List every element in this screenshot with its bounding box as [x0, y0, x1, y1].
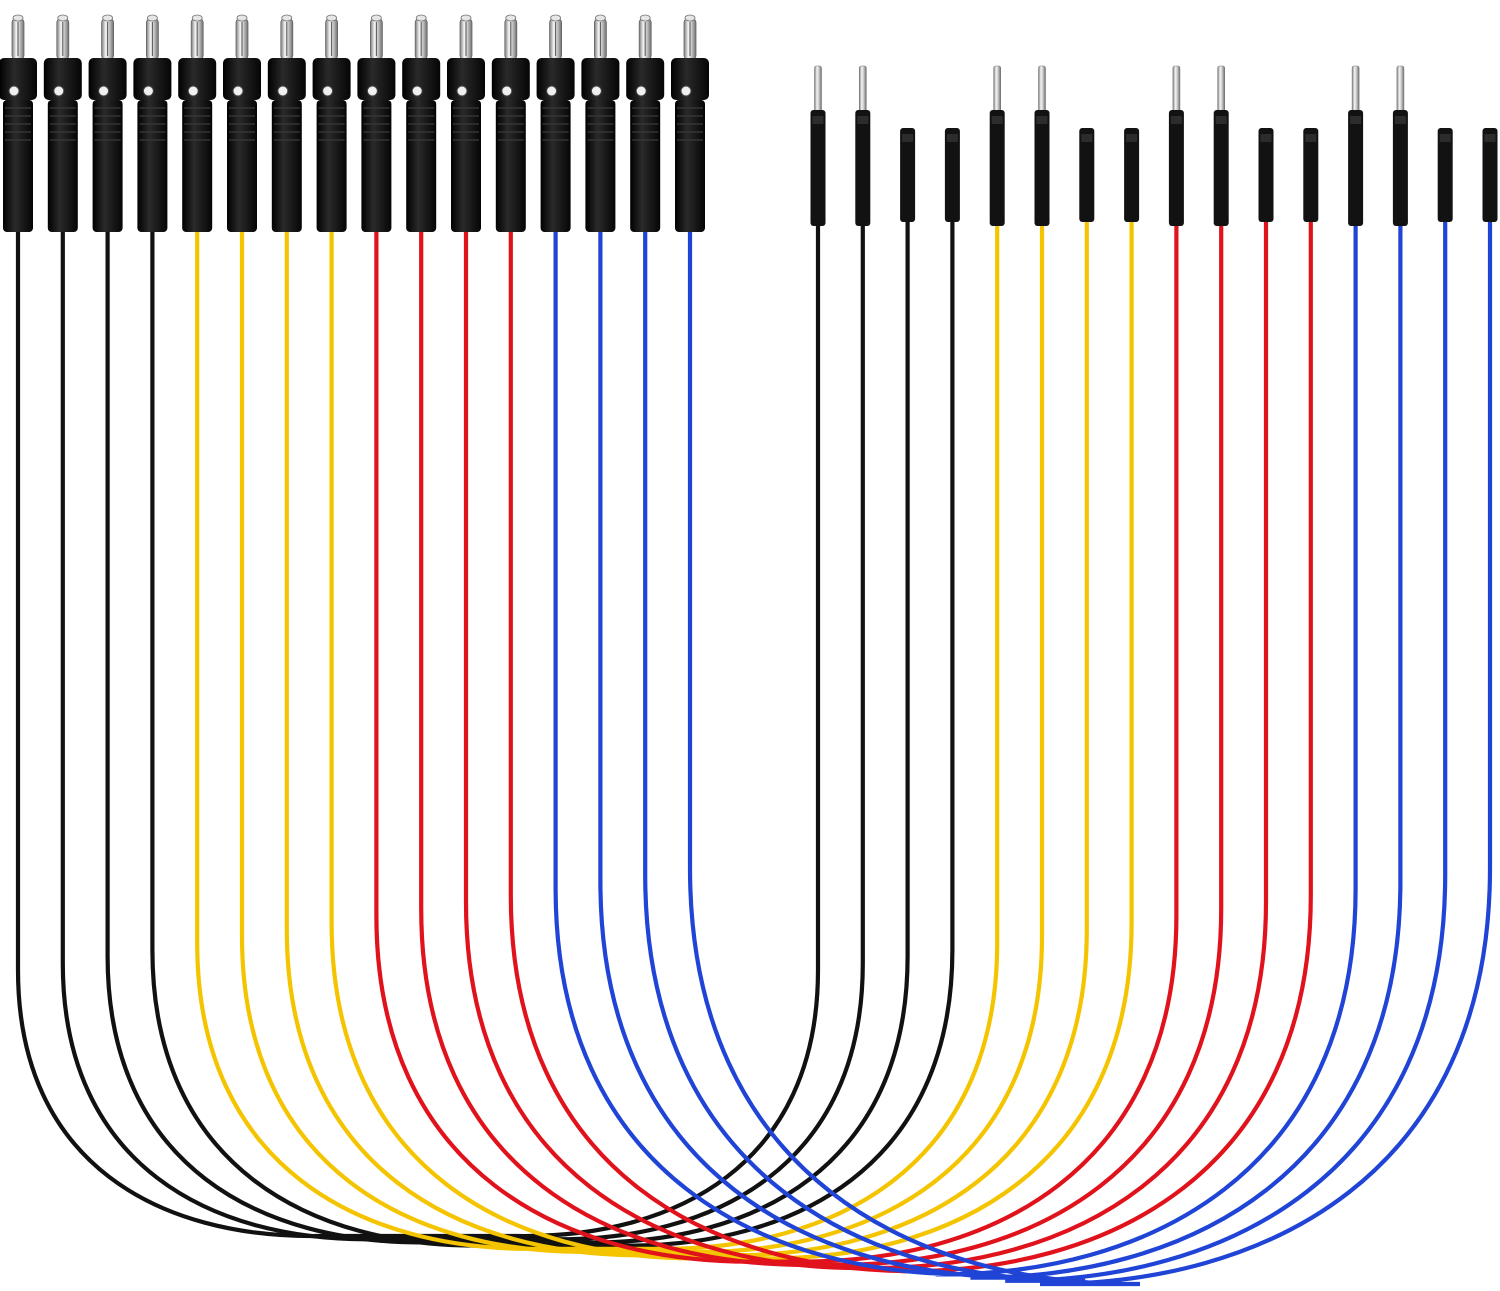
banana-plug: [223, 14, 261, 232]
wire-black: [105, 215, 910, 1245]
wire-bundle: [15, 215, 1493, 1287]
wire-yellow: [284, 215, 1089, 1258]
banana-plug: [402, 14, 441, 232]
banana-plug: [671, 14, 709, 232]
banana-plug: [133, 14, 172, 232]
banana-plug: [43, 14, 82, 232]
banana-plug-row: [0, 14, 709, 232]
jumper-pin: [1482, 128, 1498, 222]
wire-blue: [687, 215, 1493, 1287]
jumper-pin-row: [810, 65, 1498, 226]
jumper-pin: [1258, 128, 1274, 222]
jumper-pin: [1392, 65, 1408, 226]
banana-plug: [491, 14, 530, 232]
jumper-pin: [810, 65, 826, 226]
jumper-pin: [1437, 128, 1453, 222]
jumper-pin: [855, 65, 871, 226]
jumper-pin: [944, 128, 960, 222]
banana-plug: [626, 14, 665, 232]
jumper-pin: [1213, 65, 1229, 226]
banana-plug: [312, 14, 351, 232]
wire-black: [60, 219, 865, 1242]
banana-plug: [581, 14, 620, 232]
jumper-pin: [1348, 65, 1364, 226]
wire-black: [150, 215, 955, 1248]
jumper-pin: [989, 65, 1005, 226]
banana-plug: [267, 14, 306, 232]
jumper-pin: [1034, 65, 1050, 226]
banana-plug: [536, 14, 575, 232]
banana-plug: [447, 14, 485, 232]
jumper-pin: [900, 128, 916, 222]
jumper-pin: [1079, 128, 1095, 222]
banana-plug: [178, 14, 217, 232]
banana-plug: [88, 14, 127, 232]
jumper-pin: [1303, 128, 1319, 222]
jumper-pin: [1168, 65, 1184, 226]
wire-blue: [643, 215, 1448, 1283]
banana-plug: [0, 14, 37, 232]
banana-plug: [357, 14, 396, 232]
jumper-pin: [1124, 128, 1140, 222]
